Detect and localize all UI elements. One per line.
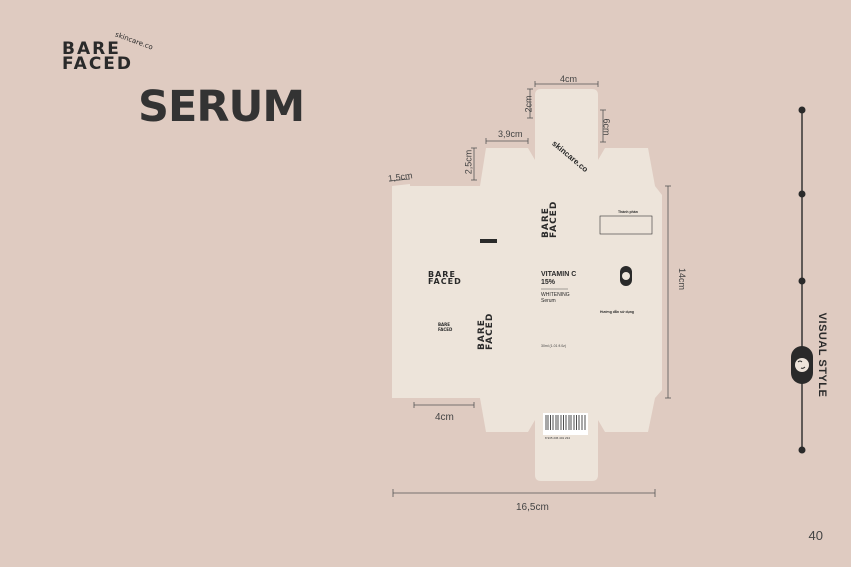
section-label: VISUAL STYLE — [816, 312, 828, 398]
box-side-logo: BARE FACED — [477, 312, 495, 350]
dim-top-height: 2cm — [523, 95, 534, 113]
dim-total-width: 16,5cm — [516, 502, 549, 513]
logo-line-2: FACED — [62, 54, 134, 74]
product-name: VITAMIN C 15% — [541, 271, 577, 286]
product-type: WHITENING Serum — [541, 292, 570, 304]
bottom-left-flap — [480, 398, 535, 432]
glue-tab — [392, 184, 410, 398]
ingredients-title: Thành phần — [618, 210, 638, 214]
black-label — [480, 239, 497, 243]
page-number: 40 — [808, 528, 823, 543]
timeline — [791, 106, 813, 454]
top-right-dust-flap — [598, 148, 655, 186]
barcode-number: 8 935 236 401 234 — [545, 436, 571, 440]
box-side-logo-line2: FACED — [485, 312, 495, 350]
top-tuck-flap — [535, 89, 598, 186]
box-back-logo-line1: BARE — [428, 270, 456, 279]
box-back-logo-line2: FACED — [428, 277, 462, 286]
usage-title: Hướng dẫn sử dụng — [600, 310, 634, 314]
ingredients-frame — [599, 215, 653, 235]
box-flap-logo: BARE FACED — [438, 322, 452, 332]
dim-flap-width: 3,9cm — [498, 129, 523, 139]
box-body — [410, 186, 655, 398]
box-front-logo: BARE FACED — [541, 200, 559, 238]
barcode — [543, 413, 588, 435]
top-left-dust-flap — [480, 148, 535, 186]
box-front-logo-line2: FACED — [549, 200, 559, 238]
face-icon — [620, 266, 632, 286]
dim-bottom-width: 4cm — [435, 412, 454, 423]
dim-flap-height: 2,5cm — [463, 149, 474, 175]
box-flap-logo-line2: FACED — [438, 327, 453, 332]
bottom-right-flap — [598, 398, 655, 432]
brand-logo: BARE FACED skincare.co — [62, 30, 154, 74]
dim-top-side: 6cm — [601, 118, 612, 136]
box-back-logo: BARE FACED — [428, 270, 462, 286]
right-side-edge — [655, 186, 662, 398]
dim-top-width: 4cm — [560, 74, 578, 84]
page-title: SERUM — [138, 82, 305, 132]
dim-height: 14cm — [677, 267, 688, 291]
box-flap-logo-line1: BARE — [438, 322, 450, 327]
logo-line-1: BARE — [62, 39, 121, 59]
product-volume: 30ml (1.01 fl.0z) — [541, 344, 567, 348]
